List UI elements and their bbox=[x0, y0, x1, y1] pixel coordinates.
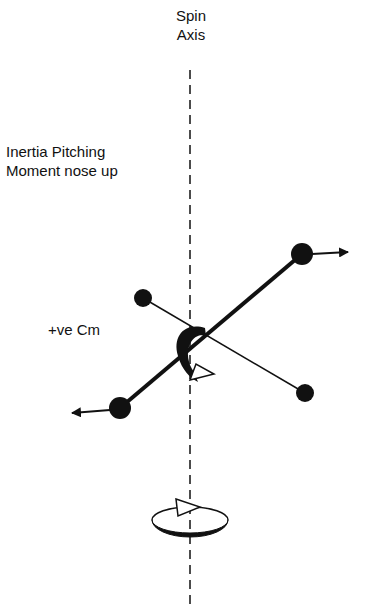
thick-dumbbell-rod bbox=[120, 254, 302, 408]
mass-dot bbox=[296, 384, 314, 402]
mass-dot bbox=[109, 397, 131, 419]
mass-dot bbox=[134, 289, 152, 307]
coefficient-label: +ve Cm bbox=[48, 320, 118, 339]
spin-arrow-front bbox=[152, 520, 228, 537]
force-arrow bbox=[312, 252, 348, 254]
force-arrow bbox=[72, 410, 110, 413]
arrow-head bbox=[190, 364, 214, 380]
arrow-head bbox=[176, 499, 200, 516]
axis-label: Spin Axis bbox=[165, 6, 217, 44]
moment-label: Inertia Pitching Moment nose up bbox=[6, 142, 141, 180]
mass-dot bbox=[291, 243, 313, 265]
thin-dumbbell-rod bbox=[143, 298, 305, 393]
